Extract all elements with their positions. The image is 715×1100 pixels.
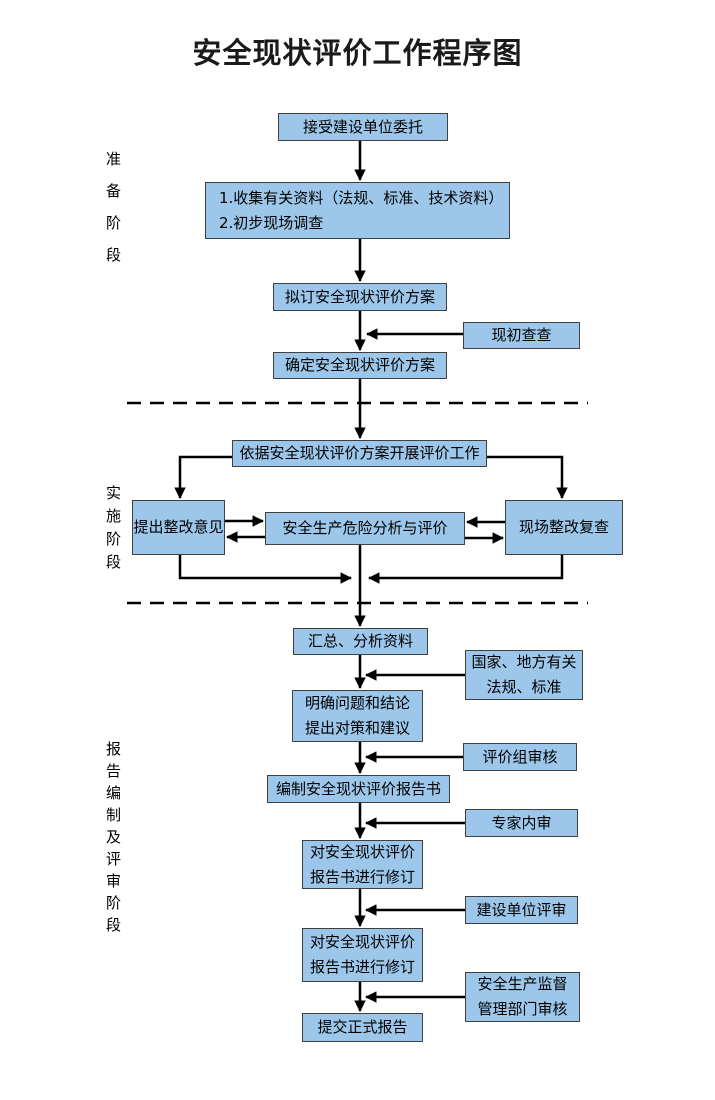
flow-box-compile-report: 编制安全现状评价报告书 [267, 775, 450, 803]
phase-label-preparation: 准备阶段 [105, 150, 121, 264]
flow-box-carry-out-evaluation: 依据安全现状评价方案开展评价工作 [232, 440, 487, 467]
flow-box-summarize-data: 汇总、分析资料 [293, 628, 428, 655]
flow-box-site-recheck: 现场整改复查 [505, 500, 623, 555]
side-box-authority-review: 安全生产监督 管理部门审核 [465, 972, 580, 1022]
flow-box-revise-report-1: 对安全现状评价 报告书进行修订 [302, 840, 423, 889]
side-box-initial-check: 现初查查 [463, 322, 580, 349]
diagram-title: 安全现状评价工作程序图 [192, 36, 523, 70]
flow-box-hazard-analysis: 安全生产危险分析与评价 [265, 512, 465, 545]
side-box-client-review: 建设单位评审 [465, 896, 578, 924]
flow-box-submit-report: 提交正式报告 [302, 1013, 423, 1042]
flow-box-rectification-suggestions: 提出整改意见 [132, 500, 225, 555]
flow-box-clarify-conclusions: 明确问题和结论 提出对策和建议 [292, 690, 423, 742]
flow-box-confirm-plan: 确定安全现状评价方案 [273, 352, 447, 379]
flow-box-collect-data: 1.收集有关资料（法规、标准、技术资料） 2.初步现场调查 [205, 182, 510, 239]
flow-box-draft-plan: 拟订安全现状评价方案 [273, 283, 447, 311]
side-box-team-review: 评价组审核 [463, 743, 577, 771]
flow-box-revise-report-2: 对安全现状评价 报告书进行修订 [302, 928, 423, 982]
phase-label-reporting: 报告编制及评审阶段 [105, 740, 121, 934]
phase-label-implementation: 实施阶段 [105, 484, 121, 571]
flow-box-accept-commission: 接受建设单位委托 [278, 113, 448, 141]
side-box-laws-standards: 国家、地方有关 法规、标准 [465, 650, 583, 700]
side-box-expert-review: 专家内审 [465, 809, 578, 837]
